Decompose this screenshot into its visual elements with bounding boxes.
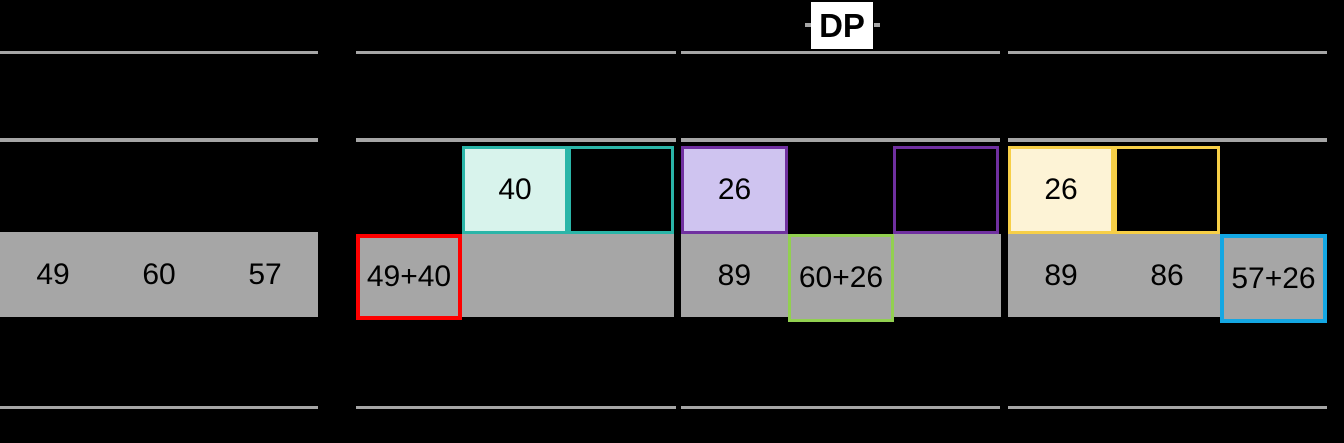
step2-sum-value: 60+26: [798, 261, 884, 294]
divider-top-col1: [0, 51, 318, 54]
step3-sum-value: 57+26: [1231, 261, 1316, 295]
divider-bottom-col3: [681, 406, 1000, 409]
step3-sum-cell-blue: 57+26: [1220, 234, 1327, 323]
step3-result-bar: 89 86: [1008, 234, 1220, 317]
dp-label-right-tick: [874, 23, 880, 27]
step2-memo-cell-filled: 26: [681, 146, 788, 234]
array-cell: 57: [248, 257, 282, 291]
divider-top-col2: [356, 51, 676, 54]
step1-sum-cell-red: 49+40: [356, 234, 462, 320]
step3-memo-value: 26: [1044, 173, 1078, 206]
divider-bottom-col4: [1008, 406, 1327, 409]
divider-mid-col4: [1008, 138, 1327, 142]
step2-sum-cell-green: 60+26: [788, 234, 894, 322]
step1-empty-cell: [568, 234, 674, 317]
step3-memo-cell-filled: 26: [1008, 146, 1114, 234]
step2-empty-cell: [894, 234, 1001, 317]
step2-memo-value: 26: [717, 173, 752, 206]
step2-memo-cell-empty: [893, 146, 999, 234]
step3-result-cell: 89: [1044, 258, 1078, 292]
dp-label: DP: [811, 2, 873, 49]
step3-result-cell: 86: [1150, 258, 1184, 292]
step2-result-cell: 89: [717, 258, 752, 292]
step1-memo-value: 40: [498, 173, 532, 206]
divider-mid-col2: [356, 138, 676, 142]
step1-sum-value: 49+40: [366, 260, 452, 293]
array-cell: 49: [36, 257, 70, 291]
array-bar: 49 60 57: [0, 232, 318, 317]
step1-memo-cell-empty: [568, 146, 674, 234]
dp-label-left-tick: [805, 23, 811, 27]
divider-bottom-col2: [356, 406, 676, 409]
dp-label-text: DP: [819, 6, 865, 44]
array-cell: 60: [142, 257, 176, 291]
step1-memo-cell-filled: 40: [462, 146, 568, 234]
divider-top-col4: [1008, 51, 1327, 54]
step1-empty-cell: [462, 234, 568, 317]
divider-top-col3: [681, 51, 1000, 54]
divider-mid-col3: [681, 138, 1000, 142]
step1-result-bar: [462, 234, 674, 317]
divider-mid-col1: [0, 138, 318, 142]
step3-memo-cell-empty: [1114, 146, 1220, 234]
divider-bottom-col1: [0, 406, 318, 409]
